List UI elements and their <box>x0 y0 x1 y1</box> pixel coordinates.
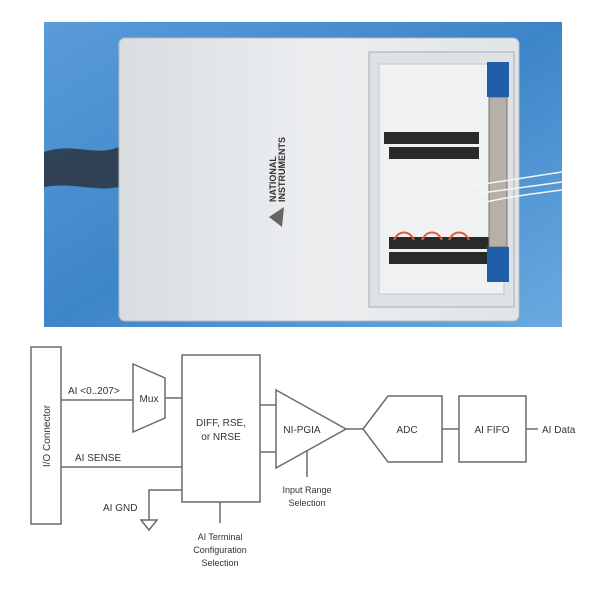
terminal-block-bottom <box>389 237 489 249</box>
svg-text:INSTRUMENTS: INSTRUMENTS <box>277 137 287 202</box>
terminal-mode-label: DIFF, RSE, <box>196 418 246 429</box>
ai-gnd-label: AI GND <box>103 503 137 514</box>
cable <box>44 147 119 189</box>
input-range-caption: Input Range <box>282 485 331 495</box>
ground-icon <box>139 519 159 532</box>
pgia-label: NI-PGIA <box>283 425 321 436</box>
adc-label: ADC <box>396 425 417 436</box>
io-connector-label: I/O Connector <box>42 404 53 467</box>
ai-channels-label: AI <0..207> <box>68 386 120 397</box>
terminal-mode-label-2: or NRSE <box>201 432 241 443</box>
input-range-caption-2: Selection <box>288 498 325 508</box>
wires <box>403 171 562 238</box>
terminal-config-caption-2: Configuration <box>193 545 247 555</box>
ai-fifo-label: AI FIFO <box>475 425 510 436</box>
mux-block <box>132 362 166 434</box>
ai-gnd-line <box>148 489 182 520</box>
ni-logo: NATIONAL INSTRUMENTS <box>268 137 287 202</box>
ni-eagle-icon <box>269 207 284 227</box>
pgia-block <box>275 388 348 470</box>
ai-data-label: AI Data <box>542 425 576 436</box>
io-connector-block <box>30 346 62 525</box>
mux-label: Mux <box>140 394 159 405</box>
svg-text:NATIONAL: NATIONAL <box>268 156 278 202</box>
clamp-bar <box>488 96 508 248</box>
terminal-config-block <box>181 354 261 503</box>
terminal-config-caption: AI Terminal <box>198 532 243 542</box>
daq-device-photo: NATIONAL INSTRUMENTS <box>44 22 562 327</box>
terminal-block-top <box>384 132 479 144</box>
ai-block-diagram: I/O Connector AI <0..207> Mux AI SENSE A… <box>30 346 576 568</box>
ai-sense-label: AI SENSE <box>75 453 121 464</box>
terminal-config-caption-3: Selection <box>201 558 238 568</box>
